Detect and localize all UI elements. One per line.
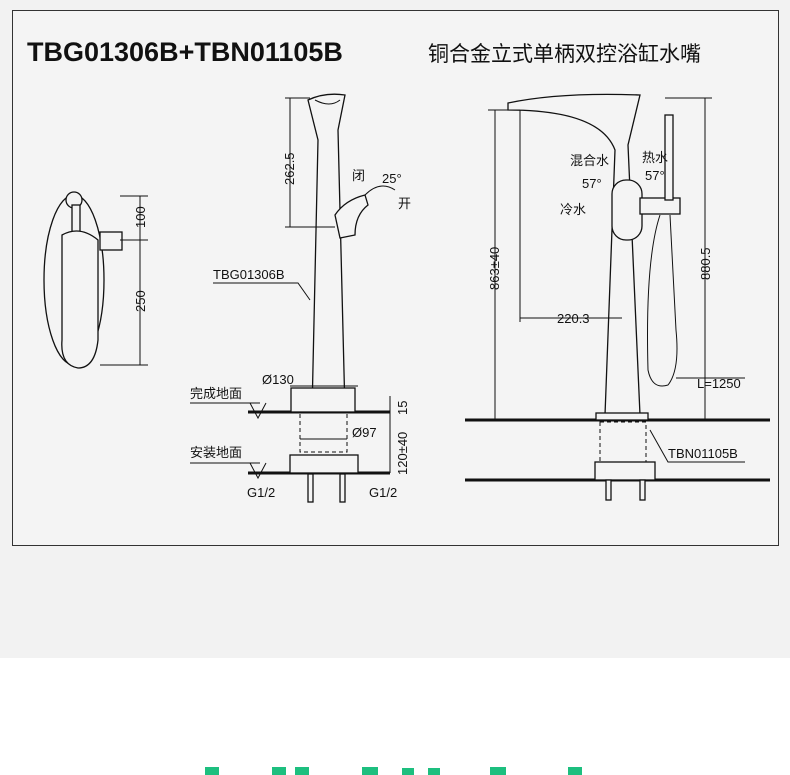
hot-water-label: 热水 xyxy=(642,150,668,165)
cold-water-label: 冷水 xyxy=(560,202,586,217)
side-right-view: 863±40 880.5 220.3 混合水 热水 57° 57° 冷水 L=1… xyxy=(465,93,770,501)
side-dim-250: 250 xyxy=(133,290,148,312)
front-view: 262.5 闭 25° 开 TBG01306B 完成地面 安装地面 Ø130 Ø… xyxy=(190,93,411,503)
side-dim-100: 100 xyxy=(133,206,148,228)
dim-880: 880.5 xyxy=(698,247,713,280)
product-description: 铜合金立式单柄双控浴缸水嘴 xyxy=(428,42,701,66)
angle-25: 25° xyxy=(382,171,402,186)
dim-220: 220.3 xyxy=(557,311,590,326)
dia-130: Ø130 xyxy=(262,372,294,387)
dim-262-5: 262.5 xyxy=(282,152,297,185)
thread-left: G1/2 xyxy=(247,485,275,500)
green-heading-partial xyxy=(205,767,582,775)
open-label: 开 xyxy=(398,196,411,211)
model-title: TBG01306B+TBN01105B xyxy=(27,37,343,67)
dim-15: 15 xyxy=(395,401,410,415)
hose-length: L=1250 xyxy=(697,376,741,391)
thread-right: G1/2 xyxy=(369,485,397,500)
part-label-tbg: TBG01306B xyxy=(213,267,285,282)
finished-floor-label: 完成地面 xyxy=(190,386,242,401)
dim-120: 120±40 xyxy=(395,432,410,475)
dim-863: 863±40 xyxy=(487,247,502,290)
dia-97: Ø97 xyxy=(352,425,377,440)
mixed-water-label: 混合水 xyxy=(570,153,609,168)
side-view: 100 250 xyxy=(43,191,148,369)
install-floor-label: 安装地面 xyxy=(190,445,242,460)
part-label-tbn: TBN01105B xyxy=(668,446,738,461)
angle-left: 57° xyxy=(582,176,602,191)
angle-right: 57° xyxy=(645,168,665,183)
technical-drawing: TBG01306B+TBN01105B 铜合金立式单柄双控浴缸水嘴 100 25… xyxy=(27,37,770,503)
closed-label: 闭 xyxy=(352,168,365,183)
